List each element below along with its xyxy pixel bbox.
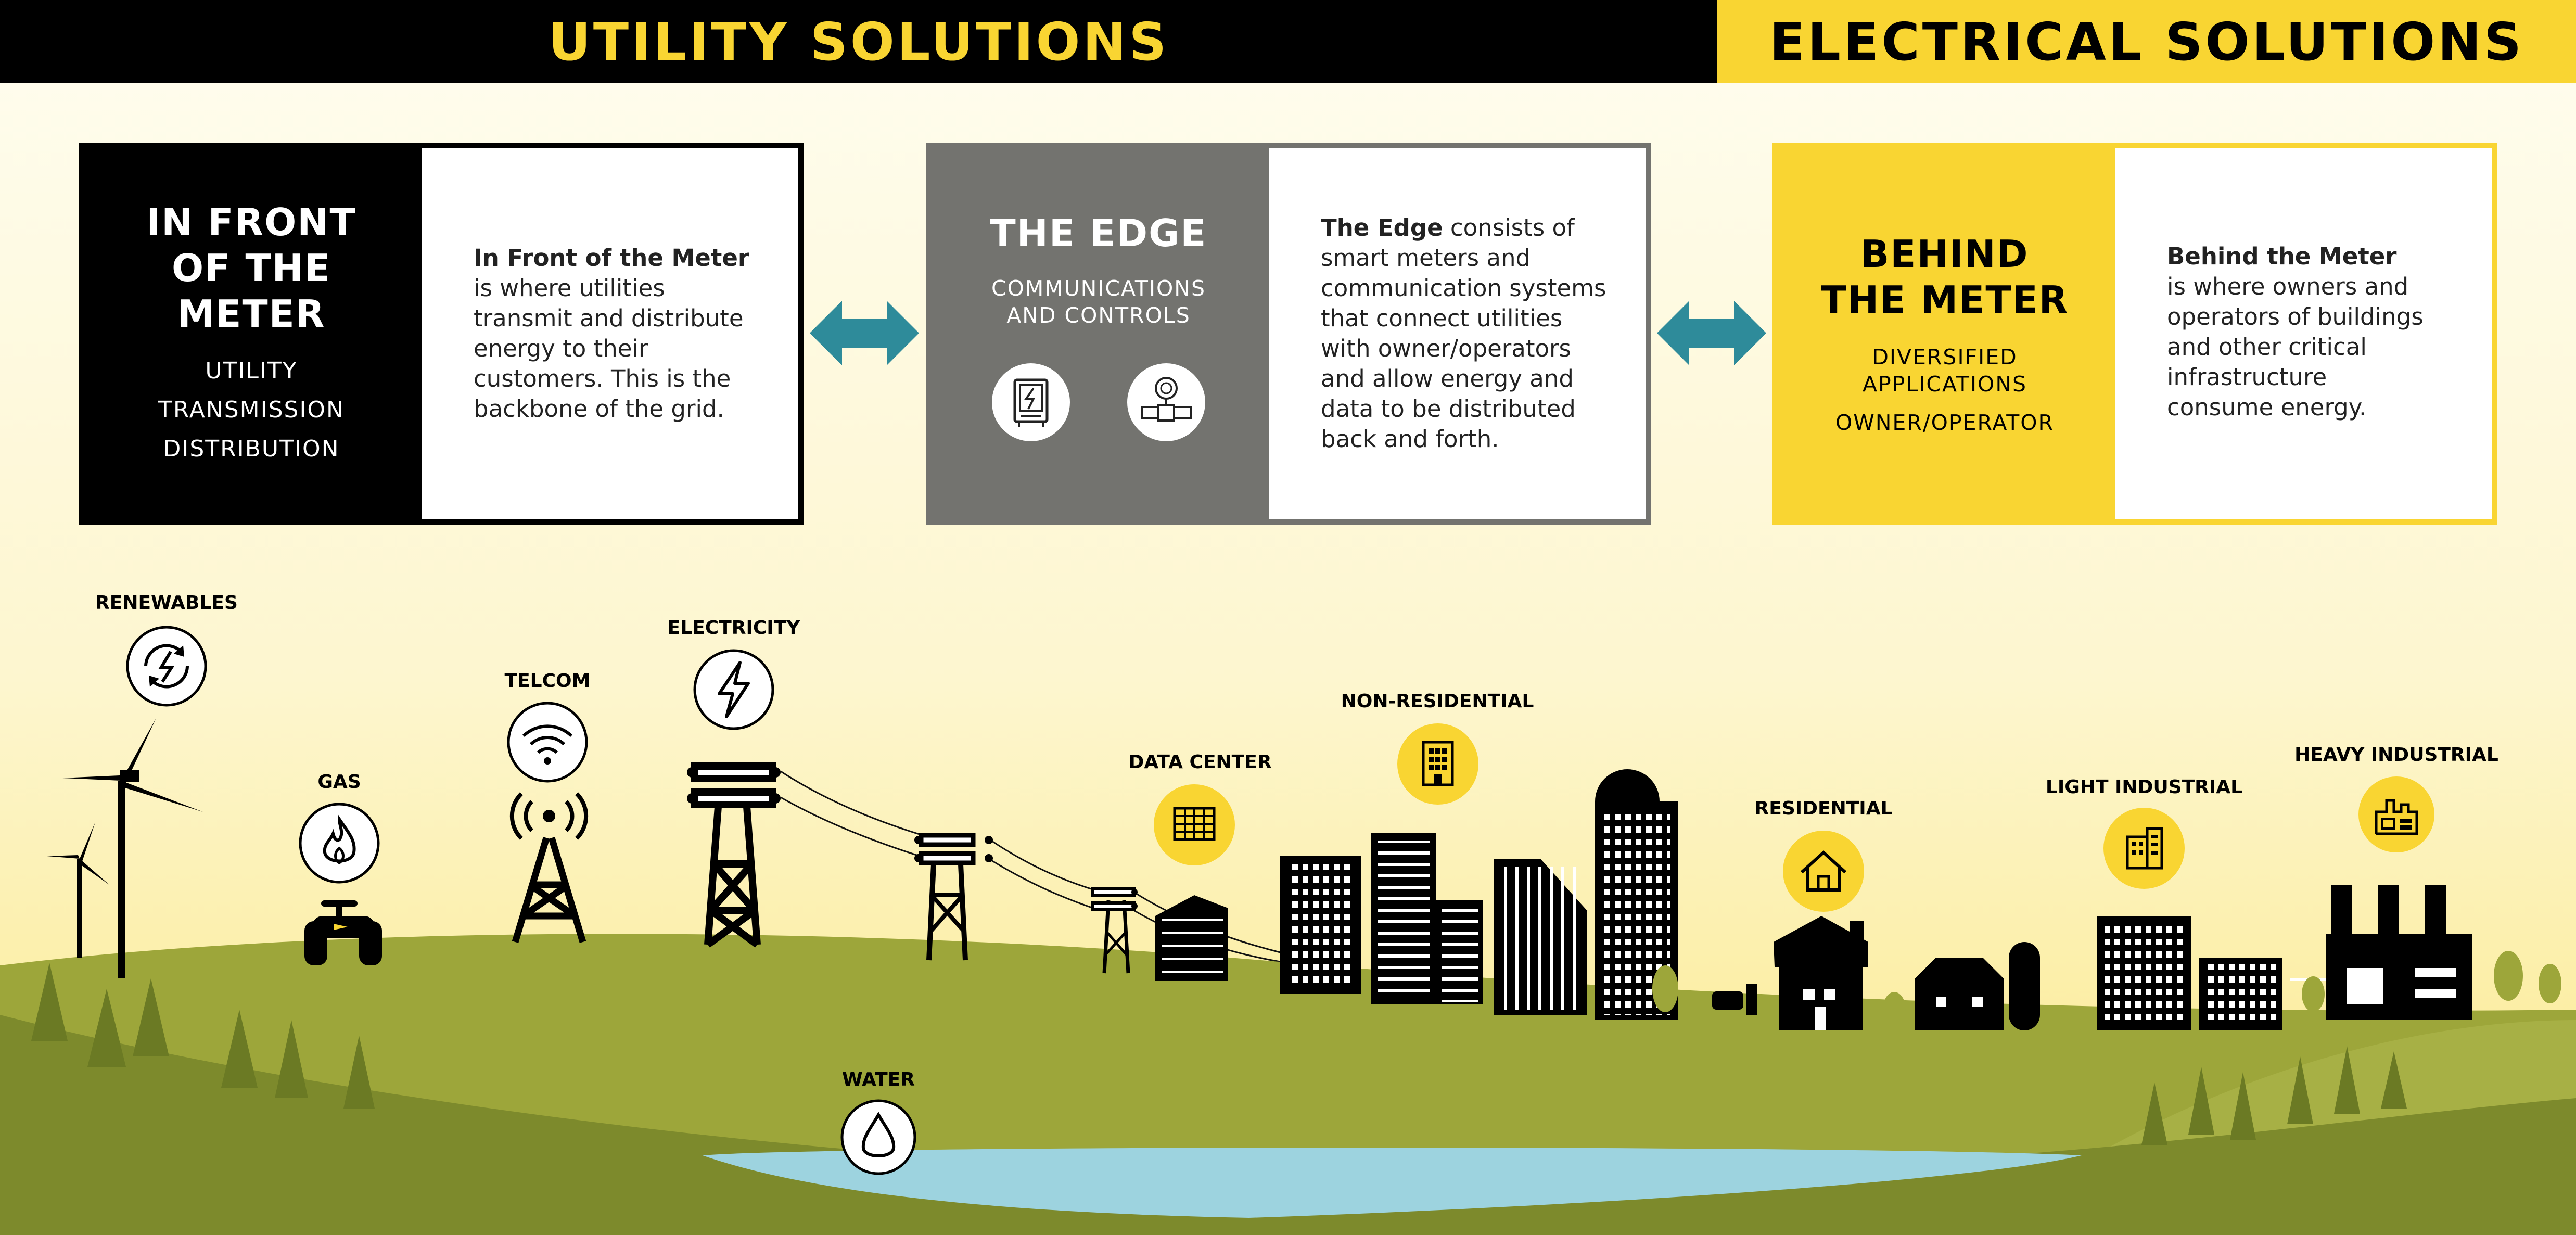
round-trees — [1652, 951, 2561, 1027]
water-label: WATER — [841, 1069, 915, 1090]
behind-the-meter-subtitle: DIVERSIFIED APPLICATIONS — [1863, 343, 2027, 398]
description-line: transmit and distribute — [474, 304, 744, 332]
double-arrow-icon — [810, 301, 919, 365]
telecom-tower — [509, 792, 589, 943]
building-windows — [1162, 919, 2456, 1030]
description-line: communication systems — [1321, 274, 1606, 302]
the-edge-title: THE EDGE — [990, 211, 1207, 255]
renewables-icon — [126, 626, 207, 707]
behind-the-meter-label-block: BEHIND THE METER DIVERSIFIED APPLICATION… — [1777, 148, 2112, 519]
description-heading: Behind the Meter — [2167, 243, 2397, 270]
pine-trees — [31, 963, 2407, 1145]
wifi-icon — [507, 702, 588, 783]
in-front-of-meter-label-block: IN FRONT OF THE METER UTILITY TRANSMISSI… — [84, 148, 419, 519]
description-line: is where utilities — [474, 274, 665, 302]
behind-the-meter-description: Behind the Meter is where owners and ope… — [2115, 148, 2492, 519]
title-line: BEHIND — [1860, 232, 2029, 276]
the-edge-panel: THE EDGE COMMUNICATIONS AND CONTROLS — [926, 143, 1651, 525]
description-line: data to be distributed — [1321, 395, 1576, 423]
electrical-solutions-header: ELECTRICAL SOLUTIONS — [1717, 0, 2576, 83]
lightning-bolt-icon — [693, 649, 774, 730]
title-line: METER — [177, 291, 326, 336]
description-line: with owner/operators — [1321, 335, 1571, 362]
description-line: and other critical — [2167, 333, 2367, 361]
electrical-panel-icon — [992, 363, 1070, 441]
water-drop-icon — [840, 1099, 916, 1175]
description-heading: The Edge — [1321, 214, 1443, 241]
power-line-insulators — [687, 767, 1138, 909]
grid-windows — [1288, 812, 2276, 1025]
description-line: consume energy. — [2167, 393, 2367, 421]
light-industrial-label: LIGHT INDUSTRIAL — [2045, 776, 2243, 798]
light-industrial-building-icon — [2103, 808, 2185, 889]
subtitle-line: AND CONTROLS — [1006, 303, 1191, 328]
subtitle-line: COMMUNICATIONS — [991, 276, 1206, 301]
description-line: consists of — [1443, 214, 1575, 241]
description-line: energy to their — [474, 335, 648, 362]
description-heading: In Front of the Meter — [474, 244, 750, 272]
subtitle-line: DIVERSIFIED — [1872, 345, 2018, 370]
house-icon — [1783, 831, 1864, 912]
heavy-industrial-label: HEAVY INDUSTRIAL — [2294, 744, 2498, 766]
in-front-of-meter-categories: UTILITY TRANSMISSION DISTRIBUTION — [158, 351, 345, 468]
double-arrow-icon — [1657, 301, 1766, 365]
in-front-of-meter-description: In Front of the Meter is where utilities… — [422, 148, 798, 519]
data-center-label: DATA CENTER — [1128, 752, 1272, 773]
gas-label: GAS — [317, 771, 361, 793]
office-building-icon — [1397, 723, 1478, 805]
the-edge-subtitle: COMMUNICATIONS AND CONTROLS — [991, 275, 1206, 329]
description-line: is where owners and — [2167, 273, 2409, 300]
the-edge-description: The Edge consists of smart meters and co… — [1269, 148, 1646, 519]
in-front-of-meter-panel: IN FRONT OF THE METER UTILITY TRANSMISSI… — [79, 143, 804, 525]
the-edge-label-block: THE EDGE COMMUNICATIONS AND CONTROLS — [931, 148, 1266, 519]
category-line: TRANSMISSION — [158, 396, 345, 423]
dark-foreground-hill — [0, 1015, 2576, 1235]
description-line: operators of buildings — [2167, 303, 2424, 330]
wind-turbines — [47, 718, 203, 978]
residential-label: RESIDENTIAL — [1754, 798, 1893, 819]
description-line: back and forth. — [1321, 425, 1499, 453]
utility-solutions-header: UTILITY SOLUTIONS — [0, 0, 1717, 83]
category-line: DISTRIBUTION — [163, 435, 340, 462]
non-residential-label: NON-RESIDENTIAL — [1341, 691, 1534, 712]
renewables-label: RENEWABLES — [95, 592, 238, 614]
the-edge-icon-row — [992, 363, 1205, 441]
description-line: backbone of the grid. — [474, 395, 724, 423]
description-first-line: The Edge consists of — [1321, 213, 1606, 243]
title-line: THE METER — [1820, 278, 2069, 322]
power-lines — [780, 770, 1281, 963]
in-front-of-meter-title: IN FRONT OF THE METER — [146, 199, 356, 337]
subtitle-line: APPLICATIONS — [1862, 372, 2027, 397]
telcom-label: TELCOM — [504, 670, 591, 692]
lake — [703, 1148, 2082, 1218]
gas-flame-icon — [299, 803, 380, 884]
title-line: OF THE — [171, 246, 331, 290]
meter-pipe-icon — [1127, 363, 1205, 441]
description-line: and allow energy and — [1321, 365, 1574, 392]
gas-valve — [304, 900, 382, 965]
data-center-icon — [1154, 784, 1235, 865]
behind-the-meter-panel: BEHIND THE METER DIVERSIFIED APPLICATION… — [1772, 143, 2497, 525]
category-line: UTILITY — [205, 357, 298, 384]
behind-the-meter-role: OWNER/OPERATOR — [1835, 410, 2055, 435]
description-line: that connect utilities — [1321, 304, 1563, 332]
description-line: customers. This is the — [474, 365, 731, 392]
title-line: IN FRONT — [146, 200, 356, 244]
description-line: infrastructure — [2167, 363, 2327, 391]
description-line: smart meters and — [1321, 244, 1531, 272]
factory-icon — [2358, 776, 2434, 852]
electricity-label: ELECTRICITY — [667, 617, 800, 639]
behind-the-meter-title: BEHIND THE METER — [1821, 231, 2069, 323]
